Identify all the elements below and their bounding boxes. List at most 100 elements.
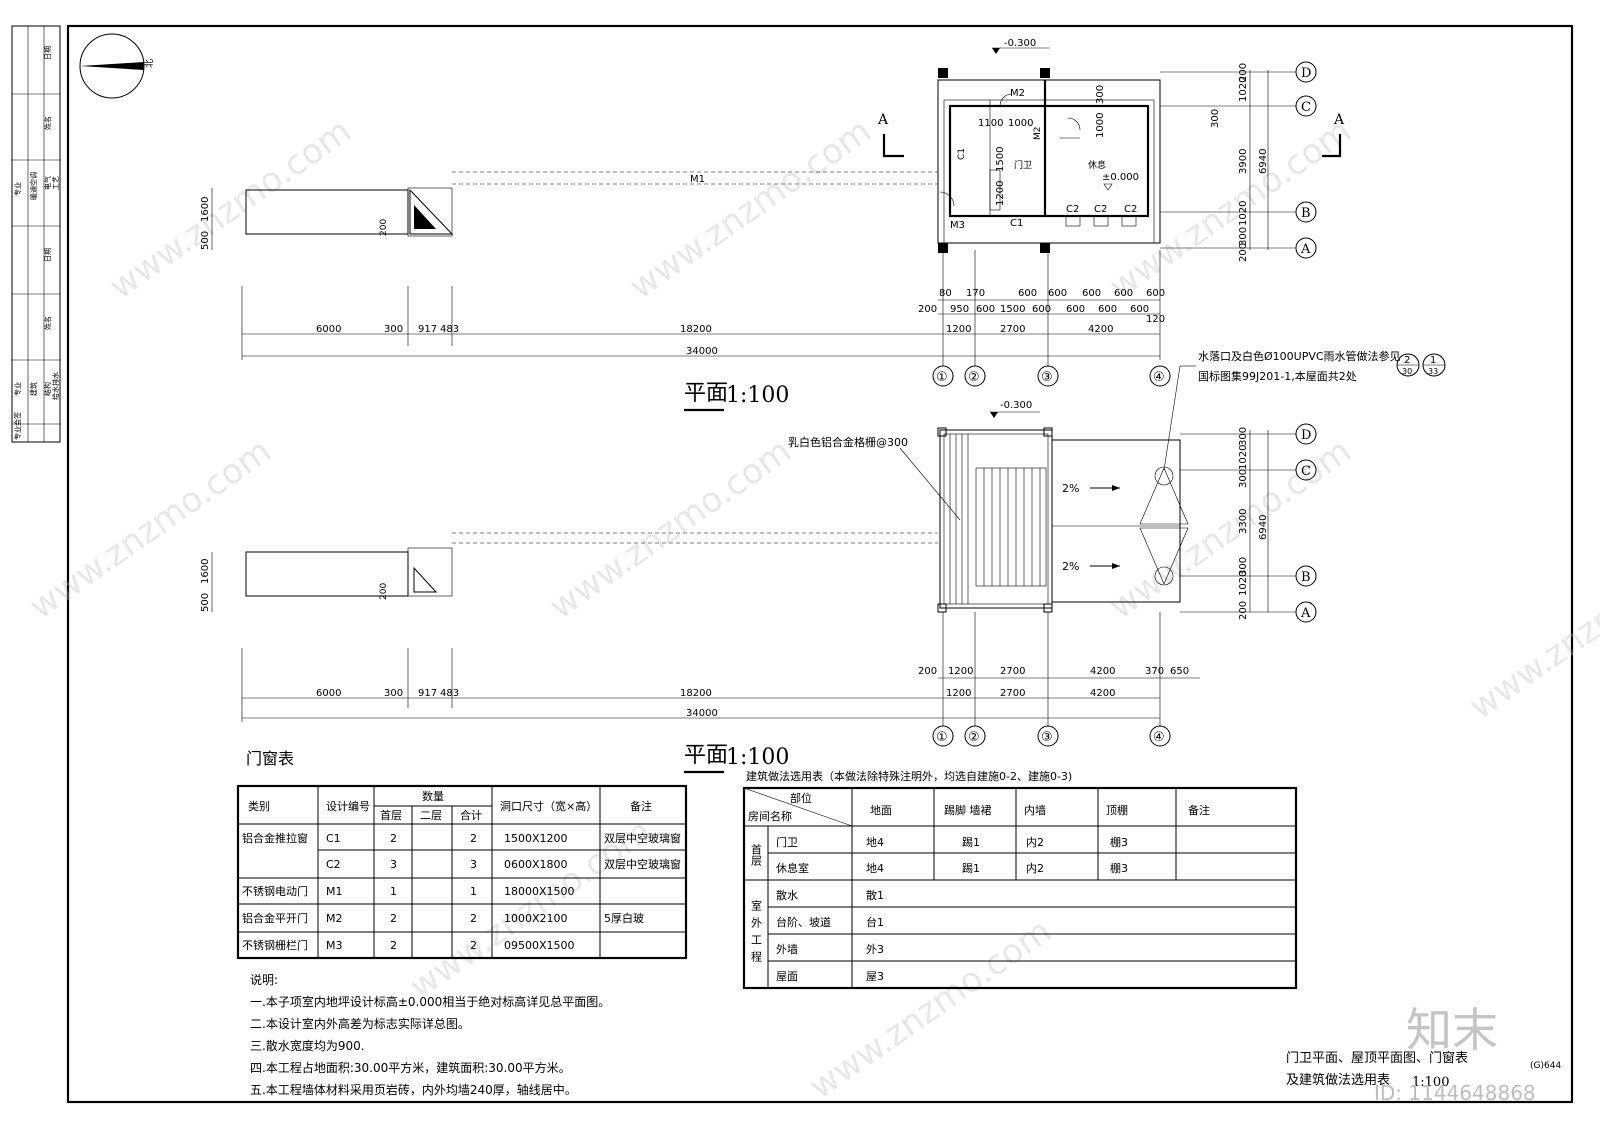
svg-text:铝合金推拉窗: 铝合金推拉窗 [242, 831, 308, 845]
notes-title: 说明: [250, 972, 278, 987]
svg-text:500: 500 [200, 231, 211, 250]
svg-text:917: 917 [418, 688, 437, 699]
plan2-drain-note-1: 水落口及白色Ø100UPVC雨水管做法参见 [1198, 349, 1401, 363]
axis-marker [1295, 95, 1317, 117]
svg-text:1100: 1100 [978, 118, 1003, 129]
svg-text:备注: 备注 [630, 799, 652, 813]
svg-text:200: 200 [1238, 63, 1249, 82]
svg-text:A: A [1300, 242, 1311, 257]
axis-marker [1149, 365, 1171, 387]
sidebar-cell-process: 工艺 [52, 176, 60, 190]
svg-text:北: 北 [144, 59, 155, 68]
svg-text:内2: 内2 [1026, 861, 1044, 875]
svg-text:2: 2 [470, 832, 477, 845]
table-row: 外墙 外3 [776, 942, 884, 956]
axis-marker [964, 725, 986, 747]
svg-text:600: 600 [1048, 288, 1067, 299]
svg-text:300: 300 [384, 324, 403, 335]
svg-text:1200: 1200 [946, 324, 971, 335]
plan1-elevation: -0.300 [1004, 38, 1036, 49]
drawing-frame [66, 24, 1574, 1104]
sidebar-cell-arch: 建筑 [29, 382, 38, 396]
plan1-label-c2-a: C2 [1066, 204, 1079, 215]
plan2-drain-note-2: 国标图集99J201-1,本屋面共2处 [1198, 369, 1357, 383]
column [938, 68, 948, 78]
sidebar-cell-struct: 结构 [43, 382, 52, 396]
title-scale: 1:100 [1412, 1075, 1449, 1090]
svg-text:铝合金平开门: 铝合金平开门 [242, 911, 308, 925]
svg-text:09500X1500: 09500X1500 [504, 939, 575, 952]
svg-text:2: 2 [390, 912, 397, 925]
svg-text:1600: 1600 [200, 197, 211, 222]
svg-text:600: 600 [1098, 304, 1117, 315]
svg-text:2: 2 [390, 832, 397, 845]
note-line: 三.散水宽度均为900. [250, 1038, 365, 1053]
plan1-title: 平面 [684, 381, 728, 406]
svg-text:600: 600 [1032, 304, 1051, 315]
svg-text:M3: M3 [326, 939, 343, 952]
svg-text:600: 600 [1130, 304, 1149, 315]
north-arrow-icon: 北 [79, 33, 155, 99]
svg-text:1200: 1200 [995, 181, 1006, 206]
svg-text:②: ② [968, 730, 980, 745]
svg-text:B: B [1301, 570, 1311, 585]
svg-text:踢1: 踢1 [962, 862, 980, 875]
svg-text:④: ④ [1153, 730, 1165, 745]
plan1-gate-label: M1 [690, 174, 705, 185]
svg-text:www.znzmo.com: www.znzmo.com [622, 111, 878, 307]
finish-table: 建筑做法选用表（本做法除特殊注明外，均选自建施0-2、建施0-3) 部位 房间名… [742, 769, 1298, 990]
door-window-table: 门窗表 类别 设计编号 数量 首层 二层 合计 洞口尺寸（宽×高） 备注 铝合金… [236, 749, 688, 960]
notes: 说明: 一.本子项室内地坪设计标高±0.000相当于绝对标高详见总平面图。 二.… [250, 972, 610, 1097]
axis-marker [1149, 725, 1171, 747]
svg-text:483: 483 [440, 688, 459, 699]
svg-text:483: 483 [440, 324, 459, 335]
svg-text:台阶、坡道: 台阶、坡道 [776, 915, 831, 929]
svg-text:首层: 首层 [380, 808, 402, 822]
svg-text:3: 3 [390, 858, 397, 871]
svg-text:200: 200 [918, 304, 937, 315]
axis-marker [1295, 423, 1317, 445]
svg-text:6000: 6000 [316, 324, 341, 335]
note-line: 一.本子项室内地坪设计标高±0.000相当于绝对标高详见总平面图。 [250, 994, 610, 1009]
axis-marker [1037, 365, 1059, 387]
svg-text:1200: 1200 [948, 666, 973, 677]
svg-text:④: ④ [1153, 370, 1165, 385]
plan2-slope-2: 2% [1062, 560, 1079, 573]
svg-text:2700: 2700 [1000, 666, 1025, 677]
svg-text:300: 300 [1238, 557, 1249, 576]
svg-text:M2: M2 [326, 912, 343, 925]
plan2-scale: 1:100 [726, 745, 789, 770]
svg-text:1: 1 [470, 885, 477, 898]
sidebar-cell-discipline2: 专业 [13, 382, 22, 396]
svg-text:踢脚 墙裙: 踢脚 墙裙 [944, 803, 992, 817]
plan1-label-c1: C1 [1010, 218, 1023, 229]
svg-text:1500: 1500 [995, 147, 1006, 172]
table-row: 铝合金推拉窗 C1 2 2 1500X1200 双层中空玻璃窗 [242, 831, 681, 845]
finish-table-title: 建筑做法选用表（本做法除特殊注明外，均选自建施0-2、建施0-3) [746, 769, 1072, 783]
svg-text:C2: C2 [326, 858, 341, 871]
svg-text:170: 170 [966, 288, 985, 299]
finish-group-1: 首层 [750, 843, 763, 867]
plan2-total-dim: 34000 [686, 708, 718, 719]
svg-text:1000: 1000 [1008, 118, 1033, 129]
column [1040, 243, 1050, 253]
svg-text:6000: 6000 [316, 688, 341, 699]
table-row: 散水 散1 [776, 888, 884, 902]
drain-icon [1154, 566, 1174, 586]
svg-text:www.znzmo.com: www.znzmo.com [1102, 111, 1358, 307]
svg-text:1500: 1500 [1000, 304, 1025, 315]
plan2-grille-hatch [943, 433, 1049, 605]
title-block: 门卫平面、屋顶平面图、门窗表 及建筑做法选用表 1:100 (G)644 知末 … [1286, 1003, 1561, 1105]
table-row: 门卫 地4 踢1 内2 棚3 [776, 835, 1128, 849]
svg-text:600: 600 [1066, 304, 1085, 315]
svg-text:1500X1200: 1500X1200 [504, 832, 568, 845]
table-row: 屋面 屋3 [776, 970, 884, 983]
svg-text:www.znzmo.com: www.znzmo.com [542, 431, 798, 627]
svg-text:www.znzmo.com: www.znzmo.com [802, 911, 1058, 1107]
plan2-slope-1: 2% [1062, 482, 1079, 495]
finish-group-2: 室外工程 [750, 899, 763, 968]
svg-text:650: 650 [1170, 666, 1189, 677]
svg-text:地4: 地4 [866, 862, 884, 875]
dw-table-title: 门窗表 [246, 749, 294, 768]
